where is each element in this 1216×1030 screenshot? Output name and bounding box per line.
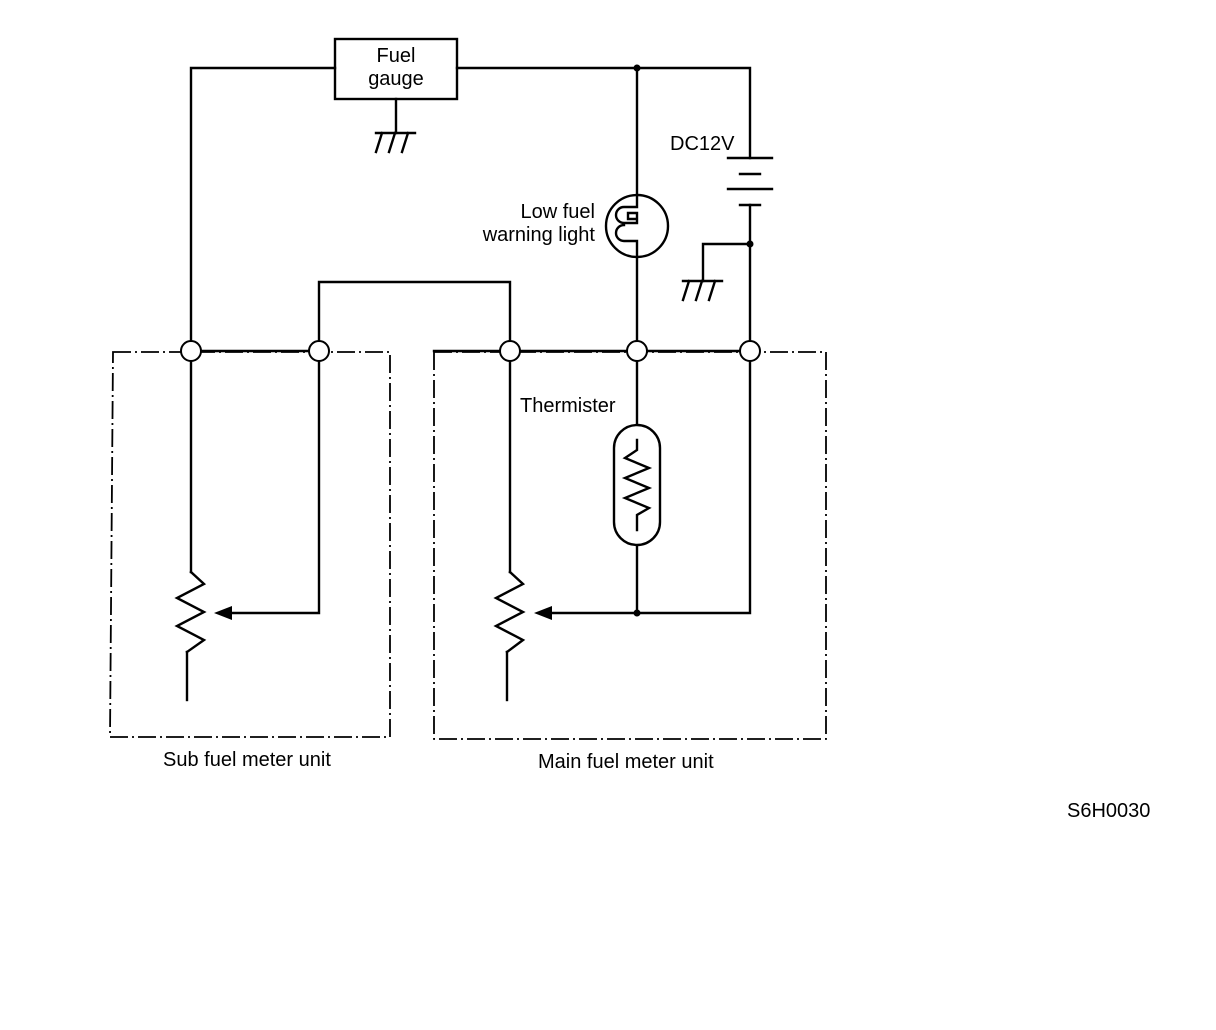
- thermister-label: Thermister: [520, 395, 616, 417]
- main-unit-terminal: [499, 340, 521, 362]
- main-unit-arrow-icon: [534, 606, 552, 620]
- low-fuel-warning-light-label-line2: warning light: [482, 224, 595, 246]
- fuel-gauge-label: Fuel gauge: [368, 45, 424, 90]
- wiring: [185, 66, 752, 702]
- thermister-symbol: [612, 423, 662, 547]
- sub-unit-resistor-symbol: [174, 570, 232, 654]
- dc12v-label: DC12V: [670, 133, 735, 155]
- battery-symbol: [726, 156, 774, 207]
- main-fuel-meter-unit-label: Main fuel meter unit: [538, 751, 714, 773]
- sub-fuel-meter-unit-label: Sub fuel meter unit: [163, 749, 331, 771]
- main-unit-resistor-symbol: [493, 570, 552, 654]
- lamp-icon: [604, 193, 670, 259]
- junction-dot: [746, 240, 754, 248]
- sub-unit-terminal: [308, 340, 330, 362]
- fuel-gauge-ground-symbol: [374, 97, 417, 154]
- sub-fuel-meter-unit-frame: [109, 351, 391, 738]
- battery-ground-symbol: [681, 279, 724, 302]
- main-unit-terminal: [626, 340, 648, 362]
- figure-code-label: S6H0030: [1067, 800, 1151, 822]
- low-fuel-warning-light-label-line1: Low fuel: [520, 201, 596, 223]
- main-fuel-meter-unit-frame: [433, 351, 827, 740]
- sub-unit-terminal: [180, 340, 202, 362]
- sub-unit-arrow-icon: [214, 606, 232, 620]
- main-unit-terminal: [739, 340, 761, 362]
- junction-dot: [633, 609, 641, 617]
- junction-dot: [633, 64, 641, 72]
